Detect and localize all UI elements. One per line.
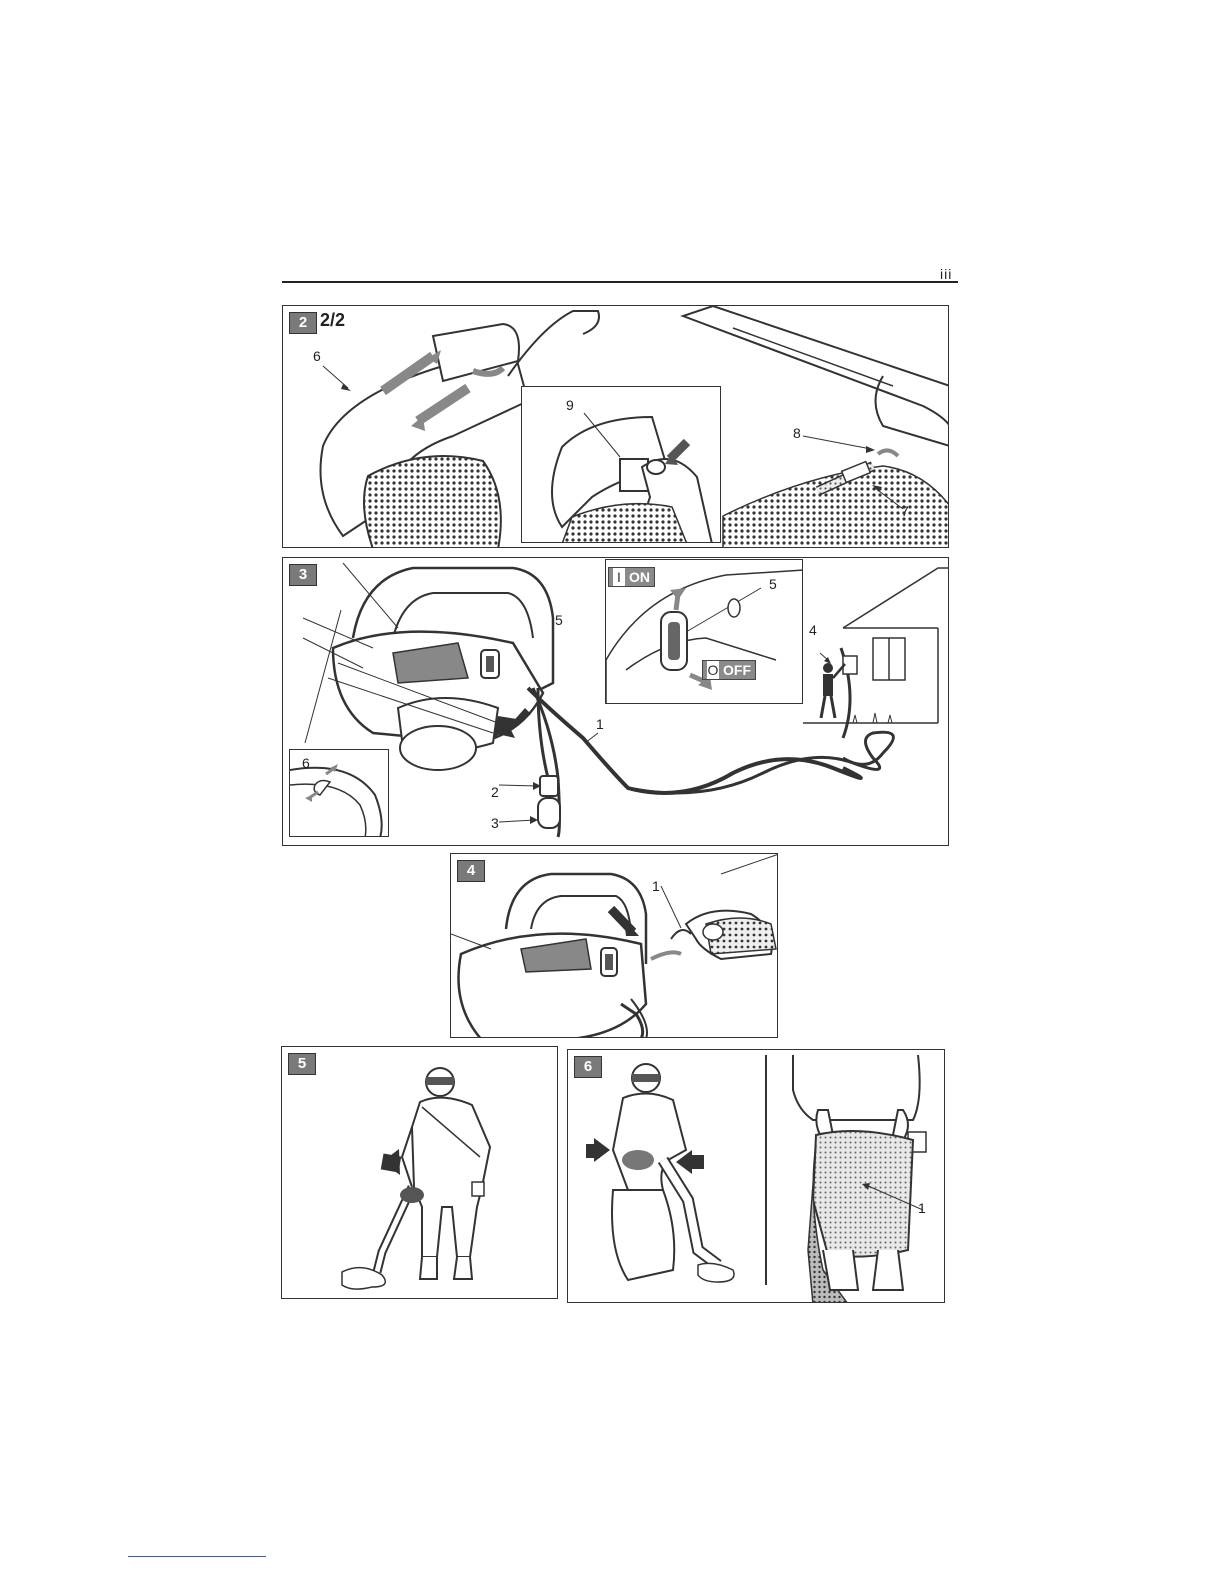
callout-5-inset: 5 (769, 576, 777, 592)
figure-number-badge: 4 (457, 860, 485, 882)
callout-7: 7 (901, 503, 909, 519)
figure-panel-5: 5 (281, 1046, 558, 1299)
figure-number-badge: 3 (289, 564, 317, 586)
panel-4-illustration (451, 854, 778, 1038)
page-number: iii (940, 266, 952, 282)
callout-3: 3 (491, 815, 499, 831)
callout-1: 1 (652, 878, 660, 894)
callout-6: 6 (313, 348, 321, 364)
callout-9: 9 (566, 397, 574, 413)
panel-5-illustration (282, 1047, 558, 1299)
figure-number-badge: 5 (288, 1053, 316, 1075)
figure-number-badge: 6 (574, 1056, 602, 1078)
callout-1: 1 (596, 716, 604, 732)
panel-2-inset: 9 (521, 386, 721, 543)
on-symbol: I (613, 568, 625, 586)
callout-4: 4 (809, 622, 817, 638)
panel-6-illustration (568, 1050, 945, 1303)
callout-2: 2 (491, 784, 499, 800)
callout-6-inset: 6 (302, 755, 310, 771)
off-symbol: O (707, 661, 719, 679)
off-text: OFF (723, 662, 751, 678)
figure-panel-4: 4 1 (450, 853, 778, 1038)
on-text: ON (629, 569, 650, 585)
figure-subtitle: 2/2 (320, 310, 345, 331)
figure-number-badge: 2 (289, 312, 317, 334)
inset-illustration (522, 387, 721, 543)
callout-5: 5 (555, 612, 563, 628)
figure-panel-6: 6 1 (567, 1049, 945, 1303)
header-rule (282, 281, 958, 283)
lock-inset: 6 (289, 749, 389, 837)
figure-panel-2: 2 2/2 6 8 7 9 (282, 305, 949, 548)
callout-8: 8 (793, 425, 801, 441)
footer-rule (128, 1556, 266, 1557)
callout-1: 1 (918, 1200, 926, 1216)
